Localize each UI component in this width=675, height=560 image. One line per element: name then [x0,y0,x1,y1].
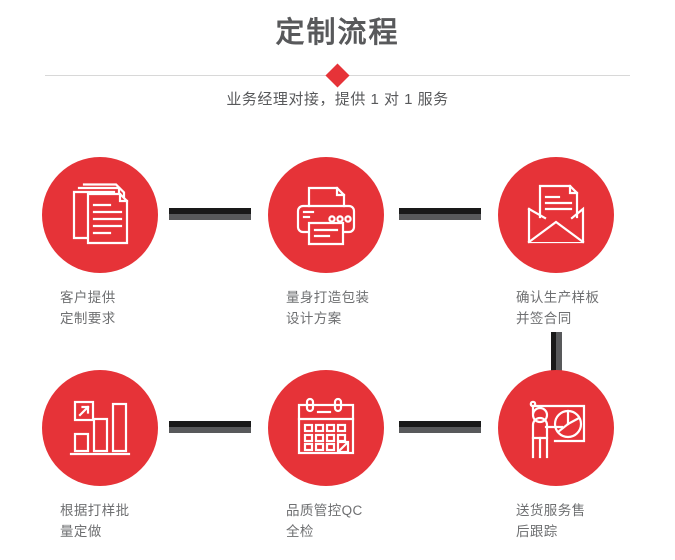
step-4-caption-line-1: 根据打样批 [60,503,130,518]
step-2-icon-circle[interactable] [268,157,384,273]
process-step-6[interactable]: 送货服务售 后跟踪 [498,370,668,560]
calendar-check-icon [297,397,355,455]
process-flow: 客户提供 定制要求 量身打造包装 设计方案 [0,130,675,550]
process-step-5[interactable]: 品质管控QC 全检 [268,370,438,560]
step-5-caption-line-2: 全检 [286,524,314,539]
step-6-icon-circle[interactable] [498,370,614,486]
connector-step3-step6 [551,332,562,374]
connector-bar-gray [556,332,562,374]
step-1-caption-line-1: 客户提供 [60,290,116,305]
step-5-caption-line-1: 品质管控QC [286,503,363,518]
presenter-piechart-icon [529,400,586,459]
process-step-2[interactable]: 量身打造包装 设计方案 [268,157,438,347]
step-1-icon-circle[interactable] [42,157,158,273]
connector-step4-step5 [169,421,251,433]
connector-bar-gray [169,214,251,220]
connector-bar-gray [399,214,481,220]
diamond-marker-icon [325,62,350,88]
step-5-icon-circle[interactable] [268,370,384,486]
connector-bar-dark [399,421,481,427]
connector-step1-step2 [169,208,251,220]
divider [0,62,675,88]
step-1-caption: 客户提供 定制要求 [60,287,210,329]
connector-bar-dark [169,421,251,427]
step-4-caption-line-2: 量定做 [60,524,102,539]
step-2-caption-line-1: 量身打造包装 [286,290,370,305]
process-step-1[interactable]: 客户提供 定制要求 [42,157,212,347]
connector-bar-dark [399,208,481,214]
step-6-caption-line-1: 送货服务售 [516,503,586,518]
envelope-document-icon [527,184,585,244]
header: 定制流程 业务经理对接，提供 1 对 1 服务 [0,0,675,130]
step-4-icon-circle[interactable] [42,370,158,486]
step-3-caption: 确认生产样板 并签合同 [516,287,666,329]
bar-chart-growth-icon [69,400,131,456]
step-2-caption-line-2: 设计方案 [286,311,342,326]
step-6-caption-line-2: 后跟踪 [516,524,558,539]
printer-icon [296,186,356,246]
process-step-3[interactable]: 确认生产样板 并签合同 [498,157,668,347]
page-title: 定制流程 [275,17,400,49]
step-2-caption: 量身打造包装 设计方案 [286,287,436,329]
connector-bar-gray [169,427,251,433]
connector-bar-gray [399,427,481,433]
connector-step2-step3 [399,208,481,220]
step-3-icon-circle[interactable] [498,157,614,273]
step-4-caption: 根据打样批 量定做 [60,500,210,542]
step-5-caption: 品质管控QC 全检 [286,500,436,542]
connector-step5-step6 [399,421,481,433]
step-3-caption-line-1: 确认生产样板 [516,290,600,305]
process-step-4[interactable]: 根据打样批 量定做 [42,370,212,560]
connector-bar-dark [169,208,251,214]
documents-stack-icon [72,183,129,245]
step-1-caption-line-2: 定制要求 [60,311,116,326]
header-subtitle: 业务经理对接，提供 1 对 1 服务 [226,91,449,108]
step-6-caption: 送货服务售 后跟踪 [516,500,666,542]
step-3-caption-line-2: 并签合同 [516,311,572,326]
connector-bar-dark [551,332,556,374]
